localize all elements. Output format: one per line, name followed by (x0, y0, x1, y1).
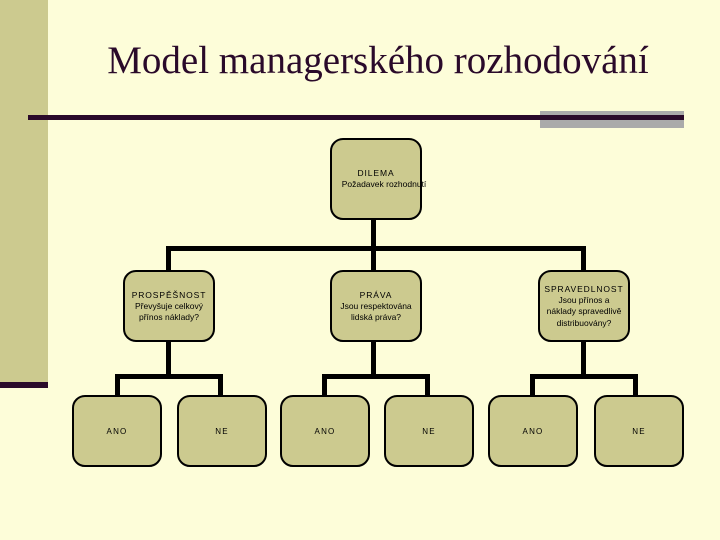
node-criteria-spravedlnost-desc-line2: náklady spravedlivě (546, 306, 622, 317)
connector-criteria-2-stem (371, 341, 376, 375)
node-dilemma-desc: Požadavek rozhodnutí (341, 179, 427, 190)
connector-drop-outcome-1 (115, 374, 120, 396)
node-outcome-1-label: ANO (106, 426, 128, 436)
title-divider-rule (28, 115, 684, 120)
node-outcome-4[interactable]: NE (384, 395, 474, 467)
node-criteria-spravedlnost-content: SPRAVEDLNOST Jsou přínos a náklady sprav… (540, 283, 628, 330)
node-criteria-spravedlnost-desc-line1: Jsou přínos a (558, 294, 610, 305)
node-criteria-spravedlnost[interactable]: SPRAVEDLNOST Jsou přínos a náklady sprav… (538, 270, 630, 342)
node-criteria-prospesnost-desc-line1: Převyšuje celkový (134, 300, 204, 311)
node-dilemma-content: DILEMA Požadavek rozhodnutí (331, 167, 427, 191)
left-accent-band-foot (0, 382, 48, 388)
connector-criteria-1-stem (166, 341, 171, 375)
node-outcome-5-label: ANO (522, 426, 544, 436)
node-outcome-6[interactable]: NE (594, 395, 684, 467)
node-outcome-6-label: NE (632, 426, 646, 436)
node-outcome-2-label: NE (215, 426, 229, 436)
connector-criteria-2-bus (322, 374, 430, 379)
connector-drop-outcome-5 (530, 374, 535, 396)
node-outcome-2[interactable]: NE (177, 395, 267, 467)
node-outcome-1[interactable]: ANO (72, 395, 162, 467)
node-outcome-5[interactable]: ANO (488, 395, 578, 467)
connector-drop-outcome-4 (425, 374, 430, 396)
connector-drop-criteria-3 (581, 246, 586, 271)
node-criteria-prava-content: PRÁVA Jsou respektována lidská práva? (332, 289, 420, 324)
connector-root-stem (371, 218, 376, 250)
connector-drop-outcome-3 (322, 374, 327, 396)
node-dilemma[interactable]: DILEMA Požadavek rozhodnutí (330, 138, 427, 220)
node-criteria-prospesnost-content: PROSPĚŠNOST Převyšuje celkový přínos nák… (125, 289, 213, 324)
node-outcome-3-label: ANO (314, 426, 336, 436)
connector-drop-criteria-2 (371, 246, 376, 271)
connector-criteria-3-bus (530, 374, 638, 379)
node-outcome-3[interactable]: ANO (280, 395, 370, 467)
connector-drop-outcome-2 (218, 374, 223, 396)
node-criteria-prava-title: PRÁVA (359, 289, 393, 300)
node-criteria-spravedlnost-desc-line3: distribuovány? (556, 317, 612, 328)
node-criteria-spravedlnost-title: SPRAVEDLNOST (544, 283, 624, 294)
node-criteria-prospesnost[interactable]: PROSPĚŠNOST Převyšuje celkový přínos nák… (123, 270, 215, 342)
node-criteria-prava-desc-line1: Jsou respektována (340, 300, 412, 311)
connector-criteria-1-bus (115, 374, 223, 379)
node-dilemma-title: DILEMA (357, 168, 395, 179)
node-outcome-4-label: NE (422, 426, 436, 436)
node-criteria-prava[interactable]: PRÁVA Jsou respektována lidská práva? (330, 270, 422, 342)
node-criteria-prospesnost-title: PROSPĚŠNOST (131, 289, 207, 300)
page-title: Model managerského rozhodování (107, 39, 649, 82)
connector-root-bus (166, 246, 586, 251)
connector-drop-criteria-1 (166, 246, 171, 271)
connector-drop-outcome-6 (633, 374, 638, 396)
left-accent-band (0, 0, 48, 382)
node-criteria-prospesnost-desc-line2: přínos náklady? (138, 312, 199, 322)
connector-criteria-3-stem (581, 341, 586, 375)
node-criteria-prava-desc-line2: lidská práva? (350, 312, 402, 322)
